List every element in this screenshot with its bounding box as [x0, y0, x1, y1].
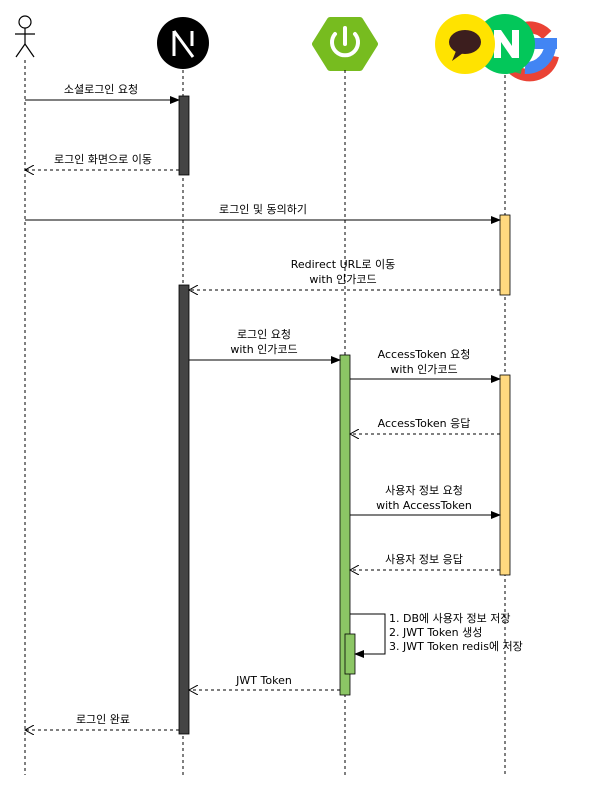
- backend-activation-1: [339, 354, 351, 696]
- msg-login-complete: 로그인 완료: [76, 713, 130, 726]
- msg-accesstoken-request-line1: AccessToken 요청: [378, 348, 471, 361]
- kakao-naver-google-logos-icon: [435, 14, 559, 82]
- arrow-self-call: [350, 613, 386, 658]
- user-actor-icon: [15, 15, 35, 58]
- msg-redirect-url-line1: Redirect URL로 이동: [291, 258, 396, 271]
- msg-goto-login-screen: 로그인 화면으로 이동: [54, 153, 152, 166]
- msg-accesstoken-response: AccessToken 응답: [378, 417, 471, 430]
- msg-login-request-line1: 로그인 요청: [237, 328, 291, 341]
- msg-login-request-line2: with 인가코드: [230, 343, 297, 356]
- frontend-activation-2: [178, 284, 190, 735]
- backend-activation-nested: [344, 633, 356, 675]
- msg-accesstoken-request-line2: with 인가코드: [390, 363, 457, 376]
- oauth-activation-2: [499, 374, 511, 576]
- msg-self-step3: 3. JWT Token redis에 저장: [389, 640, 523, 653]
- msg-jwt-token: JWT Token: [235, 674, 292, 687]
- msg-social-login-request: 소셜로그인 요청: [64, 83, 138, 96]
- msg-self-step1: 1. DB에 사용자 정보 저장: [389, 612, 510, 625]
- msg-self-step2: 2. JWT Token 생성: [389, 626, 482, 639]
- msg-userinfo-request-line1: 사용자 정보 요청: [385, 484, 463, 497]
- frontend-activation-1: [178, 95, 190, 176]
- msg-userinfo-request-line2: with AccessToken: [376, 499, 472, 512]
- msg-redirect-url-line2: with 인가코드: [309, 273, 376, 286]
- kakao-logo-icon: [435, 14, 495, 74]
- nextjs-logo-icon: [157, 17, 209, 69]
- spring-power-logo-icon: [312, 17, 378, 71]
- oauth-activation-1: [499, 214, 511, 296]
- msg-userinfo-response: 사용자 정보 응답: [385, 553, 463, 566]
- msg-login-and-consent: 로그인 및 동의하기: [219, 202, 307, 216]
